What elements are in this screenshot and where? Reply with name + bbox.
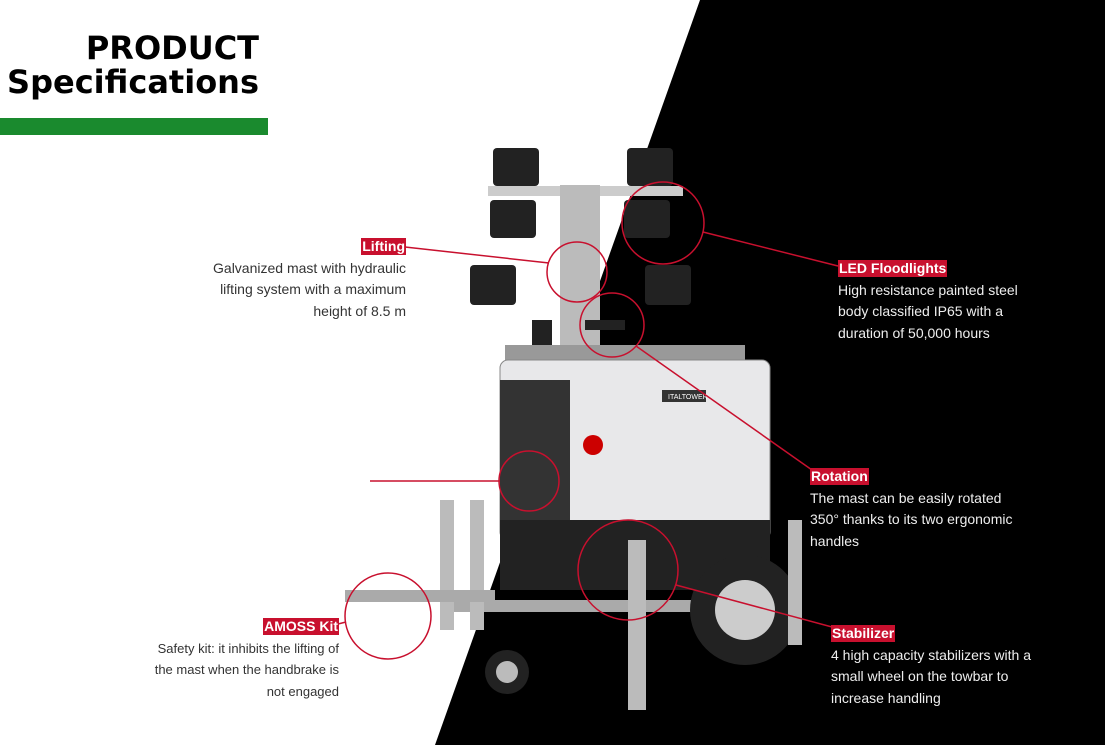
callout-amoss: AMOSS Kit Safety kit: it inhibits the li… bbox=[150, 616, 339, 702]
light-tower-image: ITALTOWER bbox=[345, 148, 802, 710]
callout-led: LED Floodlights High resistance painted … bbox=[838, 258, 1038, 344]
callout-label: Stabilizer bbox=[831, 625, 896, 642]
title-line1: PRODUCT bbox=[85, 29, 259, 67]
green-accent-bar bbox=[0, 118, 268, 135]
callout-desc: The mast can be easily rotated 350° than… bbox=[810, 489, 1013, 549]
title-line2: Specifications bbox=[7, 63, 259, 101]
callout-label: LED Floodlights bbox=[838, 260, 948, 277]
callout-desc: Galvanized mast with hydraulic lifting s… bbox=[213, 259, 406, 319]
callout-rotation: Rotation The mast can be easily rotated … bbox=[810, 466, 1015, 552]
brand-logo: ITALTOWER bbox=[668, 394, 708, 401]
callout-label: Rotation bbox=[810, 468, 869, 485]
callout-stabilizer: Stabilizer 4 high capacity stabilizers w… bbox=[831, 623, 1036, 709]
callout-desc: Safety kit: it inhibits the lifting of t… bbox=[154, 640, 339, 699]
callout-desc: 4 high capacity stabilizers with a small… bbox=[831, 646, 1031, 706]
callout-label: AMOSS Kit bbox=[263, 618, 339, 635]
callout-label: Lifting bbox=[361, 238, 406, 255]
callout-lifting: Lifting Galvanized mast with hydraulic l… bbox=[190, 236, 406, 322]
callout-desc: High resistance painted steel body class… bbox=[838, 281, 1018, 341]
callout-markers bbox=[337, 181, 839, 660]
